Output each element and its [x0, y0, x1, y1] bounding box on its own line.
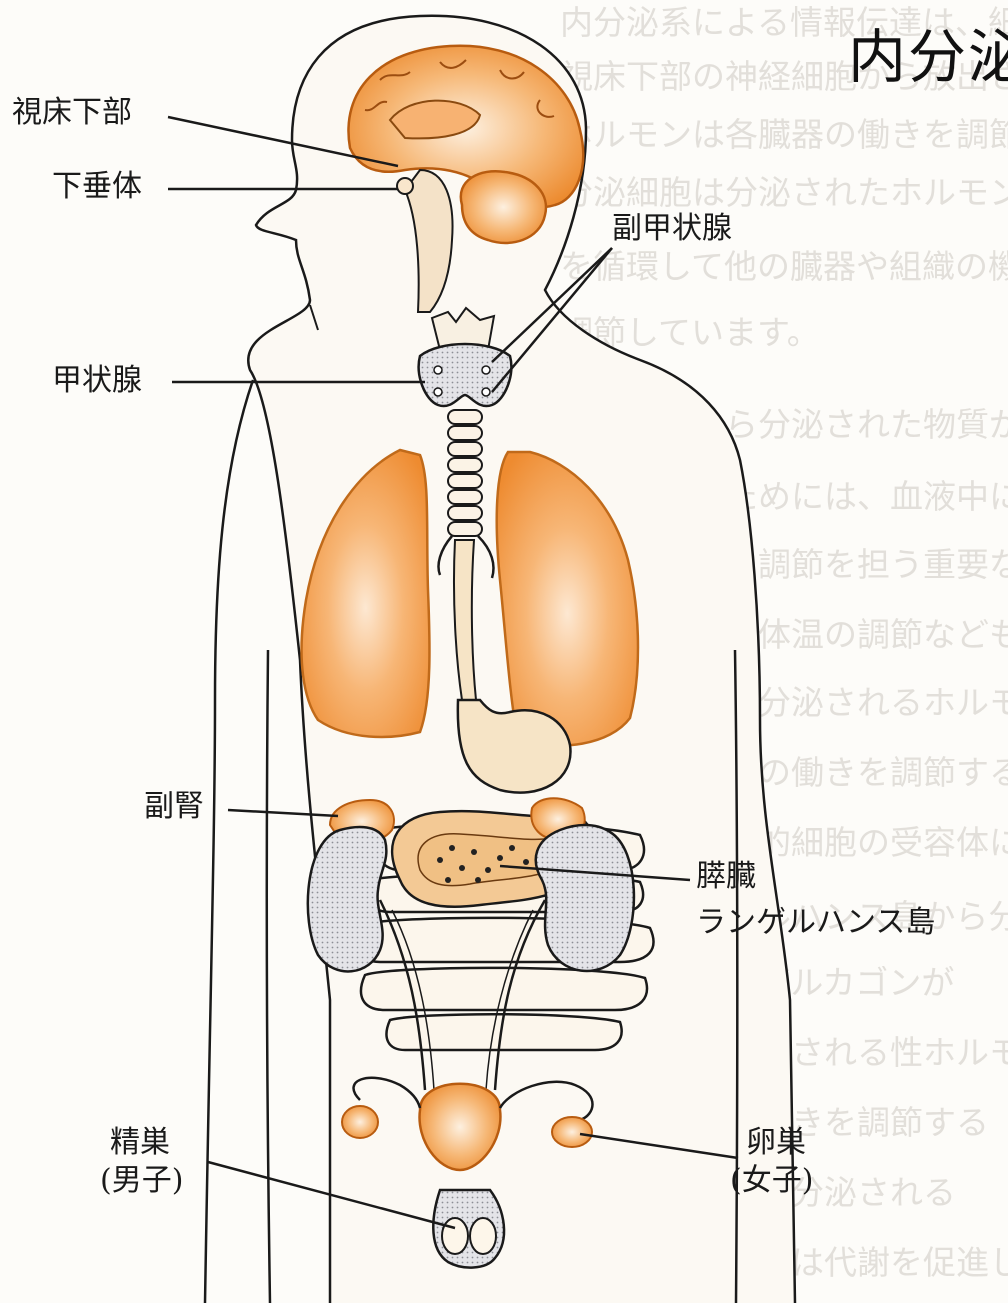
parathyroid-gland: [434, 366, 442, 374]
parathyroid-gland: [434, 388, 442, 396]
arm-inner-line-left: [267, 650, 270, 1303]
ovary-right: [552, 1117, 592, 1147]
parathyroid-gland: [482, 388, 490, 396]
cerebellum: [461, 171, 546, 243]
testis-left: [442, 1218, 468, 1254]
label-testis-sub: (男子): [100, 1164, 183, 1199]
label-islets: ランゲルハンス島: [696, 906, 935, 941]
label-adrenal: 副腎: [144, 790, 204, 825]
left-arm-outline: [205, 380, 253, 1303]
testis-right: [470, 1218, 496, 1254]
label-ovary: 卵巣: [746, 1126, 806, 1161]
parathyroid-gland: [482, 366, 490, 374]
label-hypothalamus: 視床下部: [12, 96, 132, 131]
label-ovary-sub: (女子): [730, 1164, 813, 1199]
label-pancreas: 膵臓: [696, 860, 756, 895]
label-thyroid: 甲状腺: [52, 364, 142, 399]
ovary-left: [342, 1106, 378, 1138]
page-title: 内分泌: [848, 10, 1008, 94]
label-pituitary: 下垂体: [52, 170, 142, 205]
kidney-left: [308, 827, 387, 971]
label-parathyroid: 副甲状腺: [612, 212, 732, 247]
kidney-right: [536, 825, 634, 971]
pituitary-gland: [397, 178, 413, 194]
label-testis: 精巣: [110, 1126, 170, 1161]
